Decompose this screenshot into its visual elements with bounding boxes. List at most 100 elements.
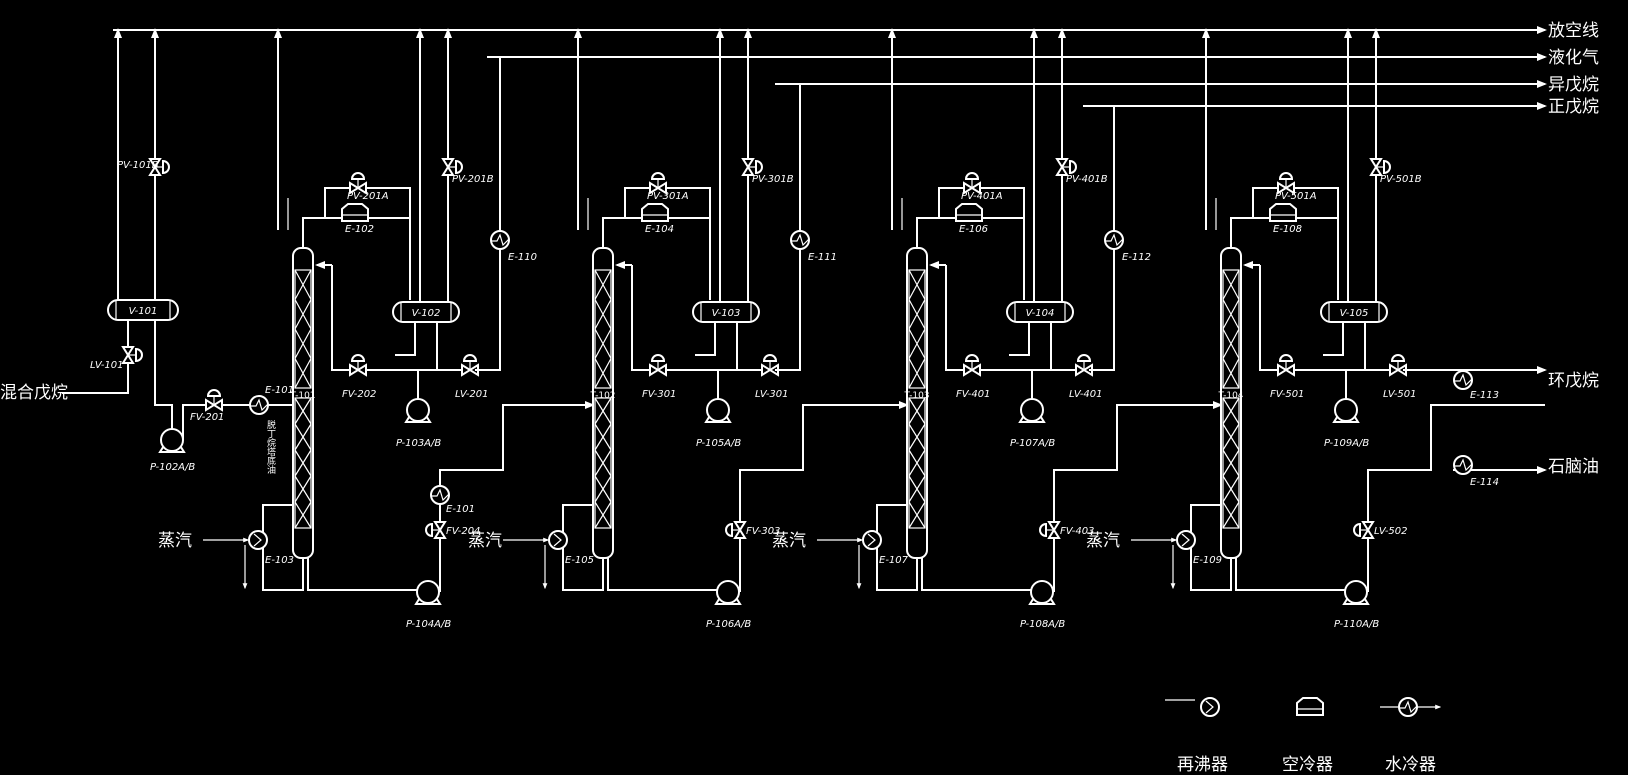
aircooler-label-3: E-108	[1273, 224, 1302, 235]
drum-to-pump-1	[717, 322, 738, 400]
reflux-drum-2	[1006, 301, 1074, 323]
pv-a-bypass-0	[324, 187, 411, 218]
reflux-drum-1-vessel	[692, 301, 760, 323]
output-label-1: 液化气	[1548, 48, 1599, 68]
column-2	[592, 247, 614, 559]
steam-label-1: 蒸汽	[468, 531, 502, 551]
cooler-e114	[1453, 455, 1473, 475]
legend-aircooler-label: 空冷器	[1282, 755, 1333, 775]
legend-aircooler-icon-body	[1296, 697, 1324, 716]
distillate-1	[775, 84, 801, 371]
column-1-label: T-101	[289, 391, 315, 401]
drum-outlet-1	[695, 322, 716, 356]
water-cooler-2-coil	[1105, 233, 1124, 247]
interstage-fv-0	[425, 521, 447, 539]
pv-a-label-0: PV-201A	[347, 191, 389, 202]
drum-to-pump-0	[417, 322, 438, 400]
reboiler-label-2: E-107	[879, 555, 909, 566]
water-cooler-label-1: E-111	[808, 252, 837, 263]
bottoms-1	[607, 558, 720, 591]
pv-b-valve-3-actuator	[1383, 159, 1391, 175]
legend-reboiler-icon-shell	[1200, 697, 1220, 717]
product-naphtha-label: 石脑油	[1548, 457, 1599, 477]
legend-watercooler-icon-shell	[1398, 697, 1418, 717]
pv-b-valve-2-actuator	[1069, 159, 1077, 175]
aircooler-3	[1269, 203, 1297, 222]
pv-a-label-1: PV-301A	[647, 191, 689, 202]
pv-b-valve-2	[1055, 158, 1077, 176]
column-2-packing-x	[594, 475, 612, 503]
reflux-pump-0-casing	[406, 398, 430, 422]
cooler-e114-shell	[1453, 455, 1473, 475]
column-2-packing-x	[594, 423, 612, 451]
cooler-e113-label: E-113	[1470, 390, 1499, 401]
reflux-drum-3-label: V-105	[1340, 308, 1369, 319]
column-1-packing-x	[294, 449, 312, 477]
water-cooler-1	[790, 230, 810, 250]
lv-valve-3	[1389, 354, 1407, 377]
column-3-packing-x	[908, 423, 926, 451]
feed-pump-label: P-102A/B	[150, 462, 195, 473]
bottoms-pump-label-3: P-110A/B	[1334, 619, 1379, 630]
interstage-0	[439, 401, 595, 592]
column-4-label: T-104	[1217, 391, 1243, 401]
distillate-0	[475, 57, 501, 371]
feed-fv-label: FV-201	[190, 412, 224, 423]
interstage-1	[739, 401, 909, 592]
aircooler-label-0: E-102	[345, 224, 374, 235]
output-label-0: 放空线	[1548, 21, 1599, 41]
column-3-packing-x	[908, 397, 926, 425]
steam-label-2: 蒸汽	[772, 531, 806, 551]
feed-valve-label: LV-101	[90, 360, 124, 371]
aircooler-3-body	[1269, 203, 1297, 222]
cooler-e114-coil	[1454, 458, 1473, 472]
reflux-drum-3	[1320, 301, 1388, 323]
product-cyclopentane-label: 环戊烷	[1548, 371, 1599, 391]
reboiler-loop-1	[562, 504, 604, 591]
reboiler-0-coil	[253, 533, 262, 547]
column-1-packing-x	[294, 269, 312, 300]
lv-label-0: LV-201	[455, 389, 489, 400]
pv-a-valve-2-actuator	[964, 172, 980, 180]
reboiler-3-coil	[1181, 533, 1190, 547]
column-1-packing-1	[294, 397, 312, 529]
output-label-2: 异戊烷	[1548, 75, 1599, 95]
interstage-fv-label-2: FV-403	[1060, 526, 1094, 537]
column-2-packing-x	[594, 328, 612, 359]
output-label-3: 正戊烷	[1548, 97, 1599, 117]
feed-pv-label: PV-101B	[117, 160, 159, 171]
aircooler-0-body	[341, 203, 369, 222]
pv-a-valve-2	[963, 172, 981, 195]
column-1-packing-x	[294, 328, 312, 359]
legend-watercooler-icon	[1398, 697, 1418, 717]
legend-reboiler-icon	[1200, 697, 1220, 717]
reflux-fv-1-actuator	[650, 354, 666, 362]
cooler-e113-shell	[1453, 370, 1473, 390]
lv-valve-0-actuator	[462, 354, 478, 362]
feed-drum-bottom	[154, 320, 173, 436]
bottoms-pump-0	[414, 580, 442, 605]
column-4-packing-x	[1222, 269, 1240, 300]
lv-label-1: LV-301	[755, 389, 789, 400]
legend-reboiler-icon-coil	[1205, 700, 1214, 714]
pv-b-valve-1	[741, 158, 763, 176]
steam-label-0: 蒸汽	[158, 531, 192, 551]
interstage-fv-1-actuator	[725, 522, 733, 538]
reboiler-2	[862, 530, 882, 550]
reflux-pump-2	[1018, 398, 1046, 423]
overhead-0	[302, 217, 325, 248]
aircooler-label-2: E-106	[959, 224, 988, 235]
overhead-1	[602, 217, 625, 248]
column-4	[1220, 247, 1242, 559]
aircooler-2	[955, 203, 983, 222]
column-4-packing-x	[1222, 358, 1240, 389]
lv-label-2: LV-401	[1069, 389, 1103, 400]
overhead-3	[1230, 217, 1253, 248]
lv-valve-3-actuator	[1390, 354, 1406, 362]
bottoms-pump-3-casing	[1344, 580, 1368, 604]
aircooler-0	[341, 203, 369, 222]
water-cooler-0-shell	[490, 230, 510, 250]
column-3-packing-x	[908, 358, 926, 389]
interstage-hx-0-shell	[430, 485, 450, 505]
reflux-fv-label-2: FV-401	[956, 389, 990, 400]
